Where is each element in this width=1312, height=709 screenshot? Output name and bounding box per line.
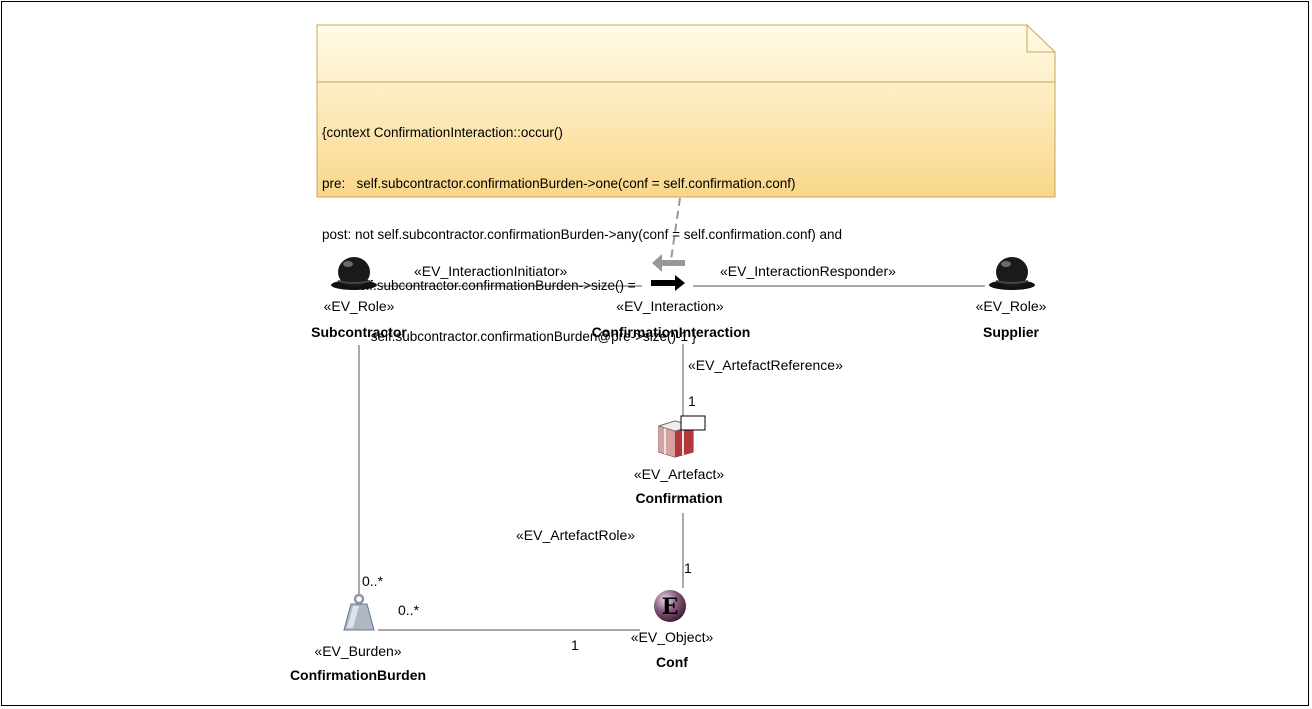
burden-stereotype: «EV_Burden» (314, 643, 402, 659)
svg-text:E: E (662, 594, 679, 620)
subcontractor-stereotype: «EV_Role» (323, 298, 395, 314)
subcontractor-burden-multiplicity: 0..* (362, 573, 384, 589)
note-line: pre: self.subcontractor.confirmationBurd… (322, 176, 796, 191)
confirmation-name[interactable]: Confirmation (635, 490, 723, 506)
responder-label: «EV_InteractionResponder» (720, 263, 896, 279)
conf-name[interactable]: Conf (656, 654, 688, 670)
constraint-note[interactable] (316, 24, 1056, 198)
artefact-box-icon[interactable] (653, 412, 707, 460)
subcontractor-name[interactable]: Subcontractor (311, 324, 407, 340)
bowler-hat-icon[interactable] (326, 252, 382, 292)
object-e-icon[interactable]: E (652, 588, 688, 624)
initiator-label: «EV_InteractionInitiator» (414, 263, 568, 279)
burden-name[interactable]: ConfirmationBurden (289, 667, 427, 683)
note-line: post: not self.subcontractor.confirmatio… (322, 227, 843, 242)
supplier-name[interactable]: Supplier (982, 324, 1039, 340)
note-line: self.subcontractor.confirmationBurden@pr… (322, 329, 697, 344)
note-fold (1026, 25, 1055, 53)
note-line: self.subcontractor.confirmationBurden->s… (322, 278, 636, 293)
artefact-role-multiplicity: 1 (684, 560, 692, 576)
burden-conf-target-multiplicity: 1 (571, 637, 579, 653)
interaction-name[interactable]: ConfirmationInteraction (591, 324, 751, 340)
confirmation-stereotype: «EV_Artefact» (633, 466, 725, 482)
burden-conf-source-multiplicity: 0..* (398, 602, 420, 618)
note-anchor-line (670, 197, 681, 261)
ocl-constraint-text: {context ConfirmationInteraction::occur(… (322, 90, 842, 362)
weight-icon[interactable] (339, 592, 379, 636)
artefact-reference-label: «EV_ArtefactReference» (688, 357, 843, 373)
interaction-stereotype: «EV_Interaction» (616, 298, 724, 314)
bowler-hat-icon[interactable] (984, 252, 1040, 292)
conf-stereotype: «EV_Object» (630, 629, 714, 645)
note-line: {context ConfirmationInteraction::occur(… (322, 125, 563, 140)
supplier-stereotype: «EV_Role» (975, 298, 1047, 314)
artefact-reference-multiplicity: 1 (688, 393, 696, 409)
artefact-role-label: «EV_ArtefactRole» (516, 527, 636, 543)
interaction-arrows-icon[interactable] (645, 251, 693, 299)
